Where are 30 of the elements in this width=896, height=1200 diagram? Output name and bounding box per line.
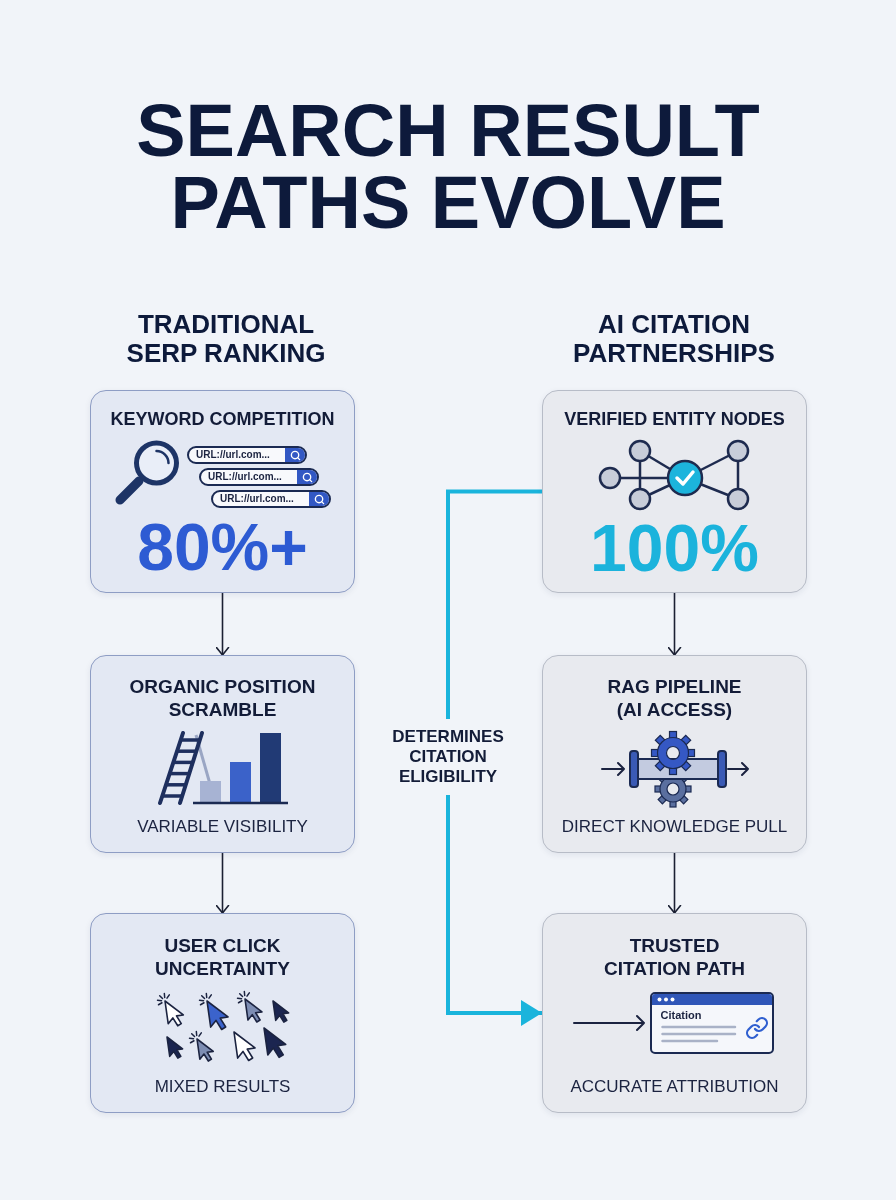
card-heading: ORGANIC POSITION SCRAMBLE (128, 675, 317, 721)
info-card (542, 913, 807, 1113)
info-card (90, 390, 355, 593)
card-caption: DIRECT KNOWLEDGE PULL (561, 817, 788, 837)
arrow (667, 592, 682, 656)
url-text: URL://url.com... (219, 492, 295, 506)
url-text: URL://url.com... (207, 470, 283, 484)
card-heading: KEYWORD COMPETITION (110, 408, 335, 430)
info-card (542, 390, 807, 593)
arrow (215, 592, 230, 656)
info-card (90, 913, 355, 1113)
card-heading: VERIFIED ENTITY NODES (564, 408, 785, 430)
stat-value: 100% (590, 513, 759, 583)
card-heading: USER CLICK UNCERTAINTY (154, 934, 291, 980)
title: SEARCH RESULT PATHS EVOLVE (135, 95, 761, 239)
url-text: URL://url.com... (195, 448, 271, 462)
citation-text: Citation (660, 1009, 702, 1022)
card-heading: TRUSTED CITATION PATH (602, 934, 747, 980)
arrow (667, 852, 682, 914)
column-heading: TRADITIONAL SERP RANKING (125, 310, 327, 368)
stat-value: 80%+ (137, 512, 308, 582)
column-heading: AI CITATION PARTNERSHIPS (572, 310, 776, 368)
card-heading: RAG PIPELINE (AI ACCESS) (606, 675, 743, 721)
arrow (446, 489, 542, 1026)
info-card (90, 655, 355, 853)
arrow (215, 852, 230, 914)
card-caption: MIXED RESULTS (154, 1077, 291, 1097)
card-caption: VARIABLE VISIBILITY (137, 817, 308, 837)
card-caption: ACCURATE ATTRIBUTION (570, 1077, 779, 1097)
info-card (542, 655, 807, 853)
